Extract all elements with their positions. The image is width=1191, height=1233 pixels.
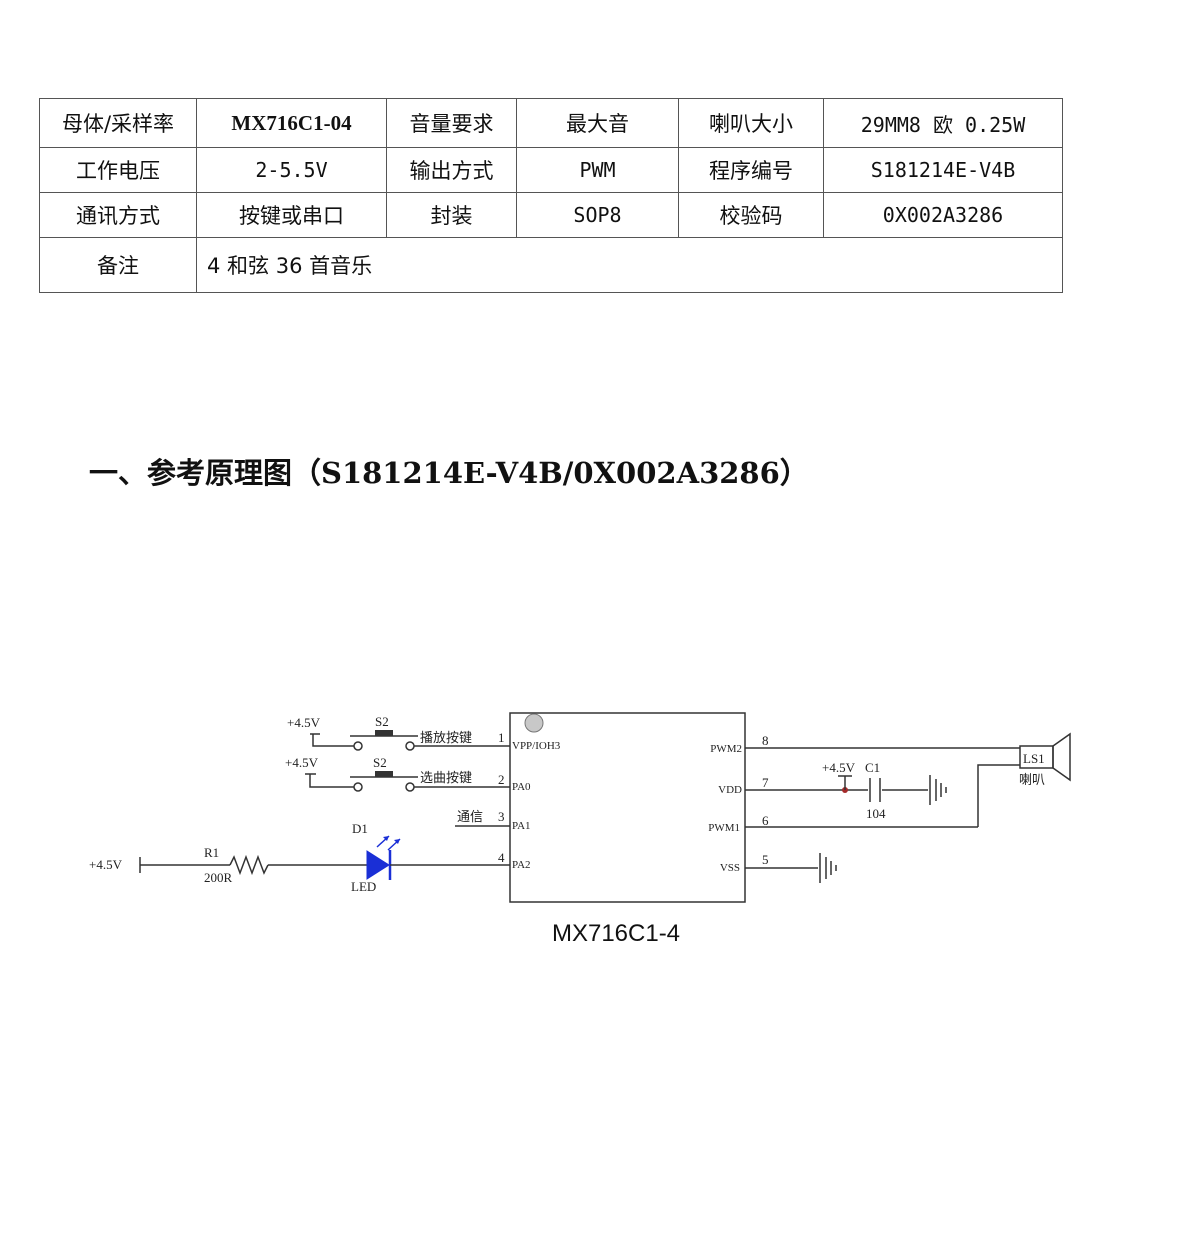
pin-number: 8 bbox=[762, 733, 769, 748]
label-cell: 音量要求 bbox=[386, 98, 517, 148]
pin-label: PWM2 bbox=[710, 743, 742, 755]
table-row: 母体/采样率 MX716C1-04 音量要求 最大音 喇叭大小 29MM8 欧 … bbox=[39, 98, 1063, 148]
value-cell: 按键或串口 bbox=[196, 192, 387, 238]
capacitor-ref: C1 bbox=[865, 760, 880, 775]
speaker-ref: LS1 bbox=[1023, 751, 1045, 766]
value-cell: S181214E-V4B bbox=[823, 147, 1063, 193]
label-cell: 程序编号 bbox=[678, 147, 824, 193]
capacitor-value: 104 bbox=[866, 806, 886, 821]
net-label: 通信 bbox=[457, 810, 483, 825]
supply-label: +4.5V bbox=[822, 760, 856, 775]
net-label: 播放按键 bbox=[420, 731, 472, 746]
label-cell: 输出方式 bbox=[386, 147, 517, 193]
table-row: 工作电压 2-5.5V 输出方式 PWM 程序编号 S181214E-V4B bbox=[39, 147, 1063, 193]
supply-label: +4.5V bbox=[89, 857, 123, 872]
led-icon bbox=[366, 850, 390, 880]
led-value: LED bbox=[351, 879, 376, 894]
value-cell: MX716C1-04 bbox=[196, 98, 387, 148]
pin-label: VSS bbox=[720, 862, 740, 874]
label-cell: 工作电压 bbox=[39, 147, 197, 193]
label-cell: 备注 bbox=[39, 237, 197, 293]
pin-label: PA2 bbox=[512, 859, 531, 871]
supply-label: +4.5V bbox=[285, 755, 319, 770]
pin-number: 6 bbox=[762, 813, 769, 828]
label-cell: 校验码 bbox=[678, 192, 824, 238]
pin-number: 5 bbox=[762, 852, 769, 867]
value-cell: SOP8 bbox=[516, 192, 679, 238]
remarks-cell: 4 和弦 36 首音乐 bbox=[196, 237, 1063, 293]
pin-number: 7 bbox=[762, 775, 769, 790]
supply-label: +4.5V bbox=[287, 715, 321, 730]
label-cell: 封装 bbox=[386, 192, 517, 238]
chip-body bbox=[509, 712, 746, 903]
pin-number: 3 bbox=[498, 809, 505, 824]
ground-icon bbox=[929, 775, 947, 805]
value-cell: 29MM8 欧 0.25W bbox=[823, 98, 1063, 148]
net-label: 选曲按键 bbox=[420, 771, 472, 786]
led-ref: D1 bbox=[352, 821, 368, 836]
table-row: 备注 4 和弦 36 首音乐 bbox=[39, 237, 1063, 293]
label-cell: 通讯方式 bbox=[39, 192, 197, 238]
pin-label: VPP/IOH3 bbox=[512, 740, 561, 752]
resistor-symbol bbox=[229, 854, 269, 876]
value-cell: PWM bbox=[516, 147, 679, 193]
switch-ref: S2 bbox=[375, 714, 389, 729]
spec-table: 母体/采样率 MX716C1-04 音量要求 最大音 喇叭大小 29MM8 欧 … bbox=[39, 98, 1063, 293]
pin-label: PWM1 bbox=[708, 822, 740, 834]
resistor-value: 200R bbox=[204, 870, 233, 885]
pin-label: PA0 bbox=[512, 781, 531, 793]
ground-icon bbox=[819, 853, 837, 883]
pin-number: 2 bbox=[498, 772, 505, 787]
resistor-ref: R1 bbox=[204, 845, 219, 860]
pin-label: VDD bbox=[718, 784, 742, 796]
pin1-marker bbox=[524, 713, 544, 733]
pin-number: 1 bbox=[498, 730, 505, 745]
label-cell: 喇叭大小 bbox=[678, 98, 824, 148]
value-cell: 2-5.5V bbox=[196, 147, 387, 193]
table-row: 通讯方式 按键或串口 封装 SOP8 校验码 0X002A3286 bbox=[39, 192, 1063, 238]
speaker-name: 喇叭 bbox=[1019, 773, 1045, 788]
pin-number: 4 bbox=[498, 850, 505, 865]
value-cell: 最大音 bbox=[516, 98, 679, 148]
section-heading: 一、参考原理图（S181214E-V4B/0X002A3286） bbox=[89, 456, 809, 490]
pin-label: PA1 bbox=[512, 820, 531, 832]
schematic-diagram: VPP/IOH3 PA0 PA1 PA2 PWM2 VDD PWM1 VSS 1… bbox=[89, 712, 1071, 947]
chip-caption: MX716C1-4 bbox=[552, 920, 680, 947]
label-cell: 母体/采样率 bbox=[39, 98, 197, 148]
switch-ref: S2 bbox=[373, 755, 387, 770]
value-cell: 0X002A3286 bbox=[823, 192, 1063, 238]
